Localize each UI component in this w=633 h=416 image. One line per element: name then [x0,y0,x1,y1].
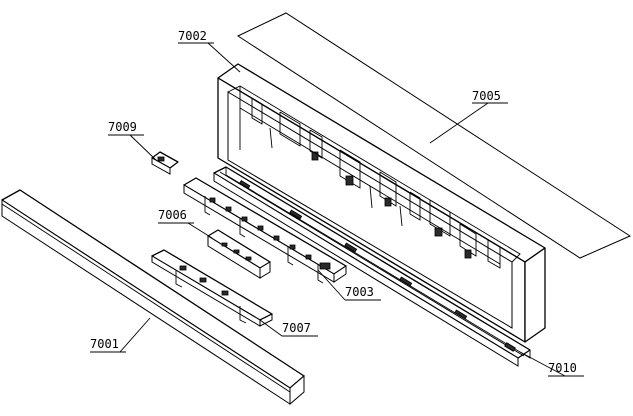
callout-7006: 7006 [158,208,194,224]
part-7001-front-trim [1,189,305,406]
callout-7009: 7009 [108,120,144,136]
leader-lines [119,42,566,377]
part-7002-control-housing [217,63,546,343]
callout-label-7007: 7007 [282,321,311,335]
part-7003-display-board [183,177,347,284]
callout-label-7001: 7001 [90,337,119,351]
part-7007-lower-module [151,249,273,327]
callout-label-7009: 7009 [108,120,137,134]
callout-7007: 7007 [282,321,318,337]
callout-7003: 7003 [345,285,381,301]
callout-label-7002: 7002 [178,29,207,43]
callout-label-7005: 7005 [472,89,501,103]
callout-label-7003: 7003 [345,285,374,299]
callout-label-7006: 7006 [158,208,187,222]
callout-7002: 7002 [178,29,214,44]
part-7010-strip [213,166,531,367]
callout-7001: 7001 [90,337,126,353]
part-7005-panel-sheet [236,12,632,259]
part-7006-button-module [207,229,271,279]
callout-label-7010: 7010 [548,361,577,375]
callout-7010: 7010 [548,361,584,377]
callout-7005: 7005 [472,89,508,104]
part-7009-bracket [151,151,179,175]
